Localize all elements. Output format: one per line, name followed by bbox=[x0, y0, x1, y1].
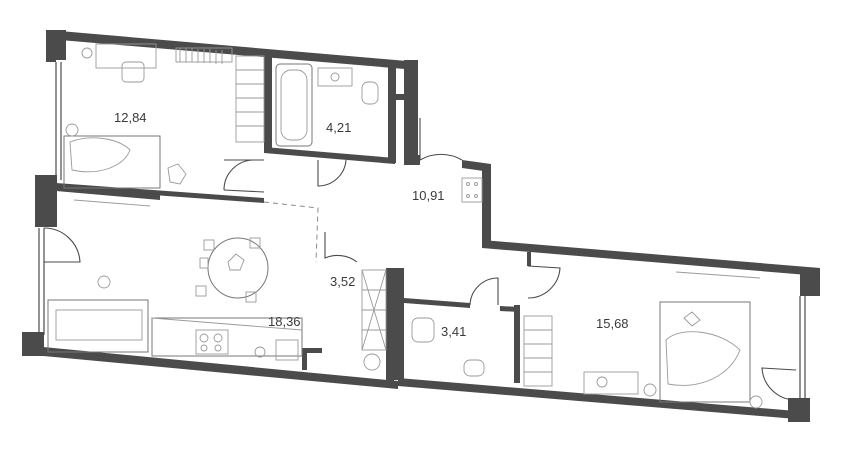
area-label-bedroom-1: 12,84 bbox=[114, 110, 147, 125]
wc-fixtures bbox=[411, 317, 485, 377]
hallway-furniture bbox=[461, 177, 483, 203]
area-label-bedroom-2: 15,68 bbox=[596, 316, 629, 331]
interior-walls bbox=[56, 55, 531, 383]
bathroom-fixtures bbox=[275, 63, 379, 147]
bedroom-2-furniture bbox=[523, 271, 763, 409]
area-label-kitchen-living: 18,36 bbox=[268, 314, 301, 329]
doors bbox=[43, 118, 797, 401]
storage-shelves bbox=[361, 269, 387, 371]
zone-boundary bbox=[263, 201, 319, 263]
area-label-storage: 3,52 bbox=[330, 274, 355, 289]
area-labels: 12,84 4,21 10,91 3,52 18,36 3,41 15,68 bbox=[114, 110, 629, 339]
area-label-wc: 3,41 bbox=[441, 324, 466, 339]
area-label-hallway: 10,91 bbox=[412, 188, 445, 203]
kitchen-living-furniture bbox=[47, 199, 303, 361]
bedroom-1-furniture bbox=[63, 43, 265, 189]
exterior-walls bbox=[22, 30, 820, 422]
windows bbox=[38, 62, 806, 400]
area-label-bathroom: 4,21 bbox=[326, 120, 351, 135]
